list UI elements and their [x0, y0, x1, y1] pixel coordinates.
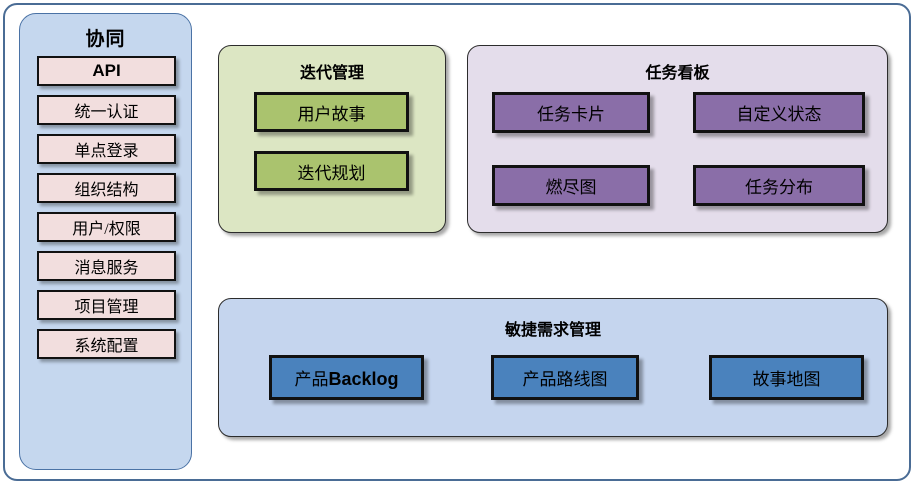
sidebar-item-label: 组织结构 [74, 182, 139, 199]
box-label: 故事地图 [752, 370, 821, 389]
sidebar-item-label: API [92, 61, 121, 80]
panel-agile-requirements: 敏捷需求管理 产品Backlog 产品路线图 故事地图 [218, 298, 888, 437]
box-label: 任务卡片 [537, 105, 605, 124]
sidebar-item-list: API 统一认证 单点登录 组织结构 用户/权限 消息服务 项目管理 系统配置 [37, 56, 176, 368]
box-label: 任务分布 [745, 178, 813, 197]
sidebar-item-message-service[interactable]: 消息服务 [37, 251, 176, 281]
box-label: 燃尽图 [545, 178, 597, 197]
box-label: 自定义状态 [736, 105, 822, 124]
box-task-card[interactable]: 任务卡片 [492, 92, 650, 133]
box-story-map[interactable]: 故事地图 [709, 355, 864, 400]
sidebar-item-label: 单点登录 [74, 143, 139, 160]
sidebar-item-label: 用户/权限 [72, 221, 141, 238]
box-label: 产品Backlog [294, 365, 398, 390]
box-label: 用户故事 [297, 104, 366, 124]
sidebar-item-label: 项目管理 [74, 299, 139, 316]
sidebar-panel-collaboration: 协同 API 统一认证 单点登录 组织结构 用户/权限 消息服务 项目管理 [19, 13, 192, 470]
box-label: 产品路线图 [522, 370, 608, 389]
sidebar-item-project-management[interactable]: 项目管理 [37, 290, 176, 320]
box-label-latin: Backlog [328, 369, 399, 389]
sidebar-item-label: 消息服务 [74, 260, 139, 277]
panel-iteration-title: 迭代管理 [299, 65, 364, 82]
sidebar-item-label: 系统配置 [74, 338, 139, 355]
box-task-distribution[interactable]: 任务分布 [693, 165, 865, 206]
box-iteration-planning[interactable]: 迭代规划 [254, 151, 409, 191]
sidebar-item-api[interactable]: API [37, 56, 176, 86]
box-label: 迭代规划 [297, 163, 366, 183]
sidebar-title: 协同 [85, 29, 126, 50]
sidebar-item-user-permission[interactable]: 用户/权限 [37, 212, 176, 242]
box-custom-status[interactable]: 自定义状态 [693, 92, 865, 133]
sidebar-item-org-structure[interactable]: 组织结构 [37, 173, 176, 203]
panel-iteration-management: 迭代管理 用户故事 迭代规划 [218, 45, 446, 233]
box-burndown-chart[interactable]: 燃尽图 [492, 165, 650, 206]
panel-task-board: 任务看板 任务卡片 自定义状态 燃尽图 任务分布 [467, 45, 888, 233]
sidebar-item-system-config[interactable]: 系统配置 [37, 329, 176, 359]
box-product-backlog[interactable]: 产品Backlog [269, 355, 424, 400]
box-product-roadmap[interactable]: 产品路线图 [491, 355, 639, 400]
sidebar-item-sso[interactable]: 单点登录 [37, 134, 176, 164]
sidebar-item-unified-auth[interactable]: 统一认证 [37, 95, 176, 125]
sidebar-item-label: 统一认证 [74, 104, 139, 121]
outer-frame [3, 3, 911, 481]
panel-taskboard-title: 任务看板 [645, 65, 710, 82]
box-label-cn: 产品 [294, 370, 329, 389]
box-user-story[interactable]: 用户故事 [254, 92, 409, 132]
panel-agile-title: 敏捷需求管理 [504, 322, 601, 339]
